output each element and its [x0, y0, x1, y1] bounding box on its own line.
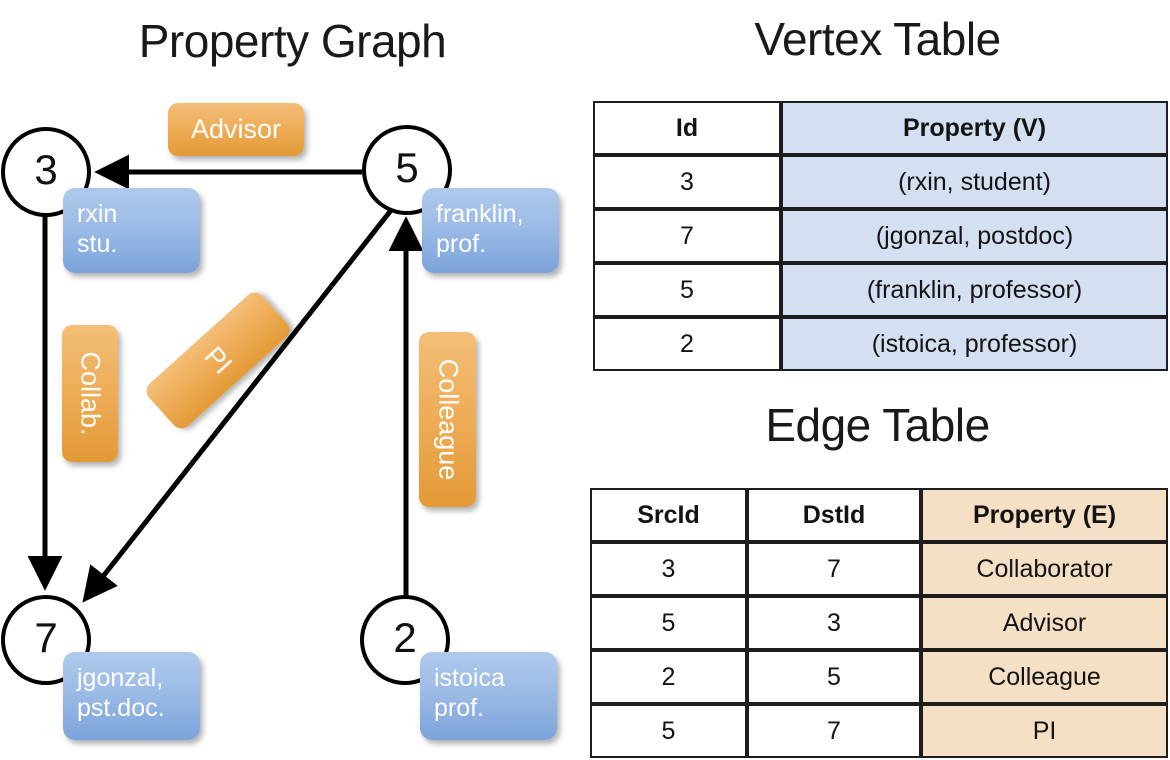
- vertex-property-7-line-1: jgonzal,: [77, 664, 164, 692]
- table-row[interactable]: 2 5 Colleague: [590, 650, 1168, 704]
- edge-label-collab-text: Collab.: [75, 351, 106, 436]
- edge-table-header-srcid: SrcId: [590, 488, 747, 542]
- vertex-property-box-7[interactable]: jgonzal, pst.doc.: [63, 652, 200, 740]
- vertex-row-3-property: (istoica, professor): [781, 317, 1168, 371]
- vertex-property-5-line-1: franklin,: [436, 200, 524, 228]
- vertex-row-0-property: (rxin, student): [781, 155, 1168, 209]
- edge-label-collab[interactable]: Collab.: [62, 325, 118, 462]
- vertex-property-2-line-2: prof.: [434, 693, 485, 722]
- vertex-property-box-5[interactable]: franklin, prof.: [422, 188, 559, 273]
- edge-row-3-property: PI: [921, 704, 1168, 758]
- tables-panel: Vertex Table Id Property (V) 3 (rxin, st…: [585, 0, 1170, 760]
- vertex-node-2-label: 2: [393, 614, 417, 661]
- edge-table-header-dstid: DstId: [747, 488, 921, 542]
- edge-row-3-dstid: 7: [747, 704, 921, 758]
- table-row[interactable]: 3 (rxin, student): [593, 155, 1168, 209]
- edge-row-2-dstid: 5: [747, 650, 921, 704]
- edge-label-advisor[interactable]: Advisor: [168, 103, 304, 156]
- vertex-property-3-line-1: rxin: [77, 200, 118, 228]
- vertex-property-5-line-2: prof.: [436, 229, 487, 258]
- table-row[interactable]: 7 (jgonzal, postdoc): [593, 209, 1168, 263]
- edge-row-0-property: Collaborator: [921, 542, 1168, 596]
- property-graph-panel: Property Graph 3 5 7 2 rxin stu. frankli…: [1, 15, 559, 740]
- vertex-table-header-id: Id: [593, 101, 781, 155]
- edge-row-3-srcid: 5: [590, 704, 747, 758]
- vertex-node-3-label: 3: [34, 146, 58, 193]
- edge-row-2-srcid: 2: [590, 650, 747, 704]
- vertex-node-5[interactable]: 5: [362, 125, 452, 215]
- page-title-vertex-table: Vertex Table: [754, 13, 1001, 65]
- edge-row-2-property: Colleague: [921, 650, 1168, 704]
- edge-5-to-7: [82, 207, 394, 603]
- table-row[interactable]: 5 7 PI: [590, 704, 1168, 758]
- vertex-node-7-label: 7: [34, 614, 58, 661]
- vertex-table-header-property: Property (V): [781, 101, 1168, 155]
- vertex-table: Id Property (V) 3 (rxin, student) 7 (jgo…: [593, 101, 1168, 371]
- page-title-edge-table: Edge Table: [765, 399, 990, 451]
- vertex-row-1-property: (jgonzal, postdoc): [781, 209, 1168, 263]
- vertex-row-2-id: 5: [593, 263, 781, 317]
- vertex-row-3-id: 2: [593, 317, 781, 371]
- edge-table-header-property: Property (E): [921, 488, 1168, 542]
- edge-row-1-srcid: 5: [590, 596, 747, 650]
- edge-row-0-dstid: 7: [747, 542, 921, 596]
- vertex-node-5-label: 5: [395, 144, 419, 191]
- edge-label-advisor-text: Advisor: [190, 114, 282, 144]
- edge-row-0-srcid: 3: [590, 542, 747, 596]
- table-row[interactable]: 3 7 Collaborator: [590, 542, 1168, 596]
- edge-label-pi-text: PI: [198, 340, 239, 380]
- edge-label-colleague[interactable]: Colleague: [419, 332, 476, 507]
- vertex-property-box-3[interactable]: rxin stu.: [63, 188, 200, 273]
- vertex-property-box-2[interactable]: istoica prof.: [420, 652, 557, 740]
- page-title-property-graph: Property Graph: [138, 15, 447, 67]
- edge-label-colleague-text: Colleague: [433, 358, 463, 481]
- vertex-property-7-line-2: pst.doc.: [77, 693, 165, 722]
- table-row[interactable]: 5 (franklin, professor): [593, 263, 1168, 317]
- edge-row-1-dstid: 3: [747, 596, 921, 650]
- vertex-table-header-row: Id Property (V): [593, 101, 1168, 155]
- vertex-row-1-id: 7: [593, 209, 781, 263]
- vertex-row-2-property: (franklin, professor): [781, 263, 1168, 317]
- table-row[interactable]: 2 (istoica, professor): [593, 317, 1168, 371]
- vertex-property-2-line-1: istoica: [434, 664, 505, 692]
- edge-table: SrcId DstId Property (E) 3 7 Collaborato…: [590, 488, 1168, 758]
- graph-edges: [27, 154, 424, 603]
- vertex-row-0-id: 3: [593, 155, 781, 209]
- edge-row-1-property: Advisor: [921, 596, 1168, 650]
- edge-table-header-row: SrcId DstId Property (E): [590, 488, 1168, 542]
- vertex-property-3-line-2: stu.: [77, 229, 118, 258]
- vertex-node-2[interactable]: 2: [360, 595, 450, 685]
- table-row[interactable]: 5 3 Advisor: [590, 596, 1168, 650]
